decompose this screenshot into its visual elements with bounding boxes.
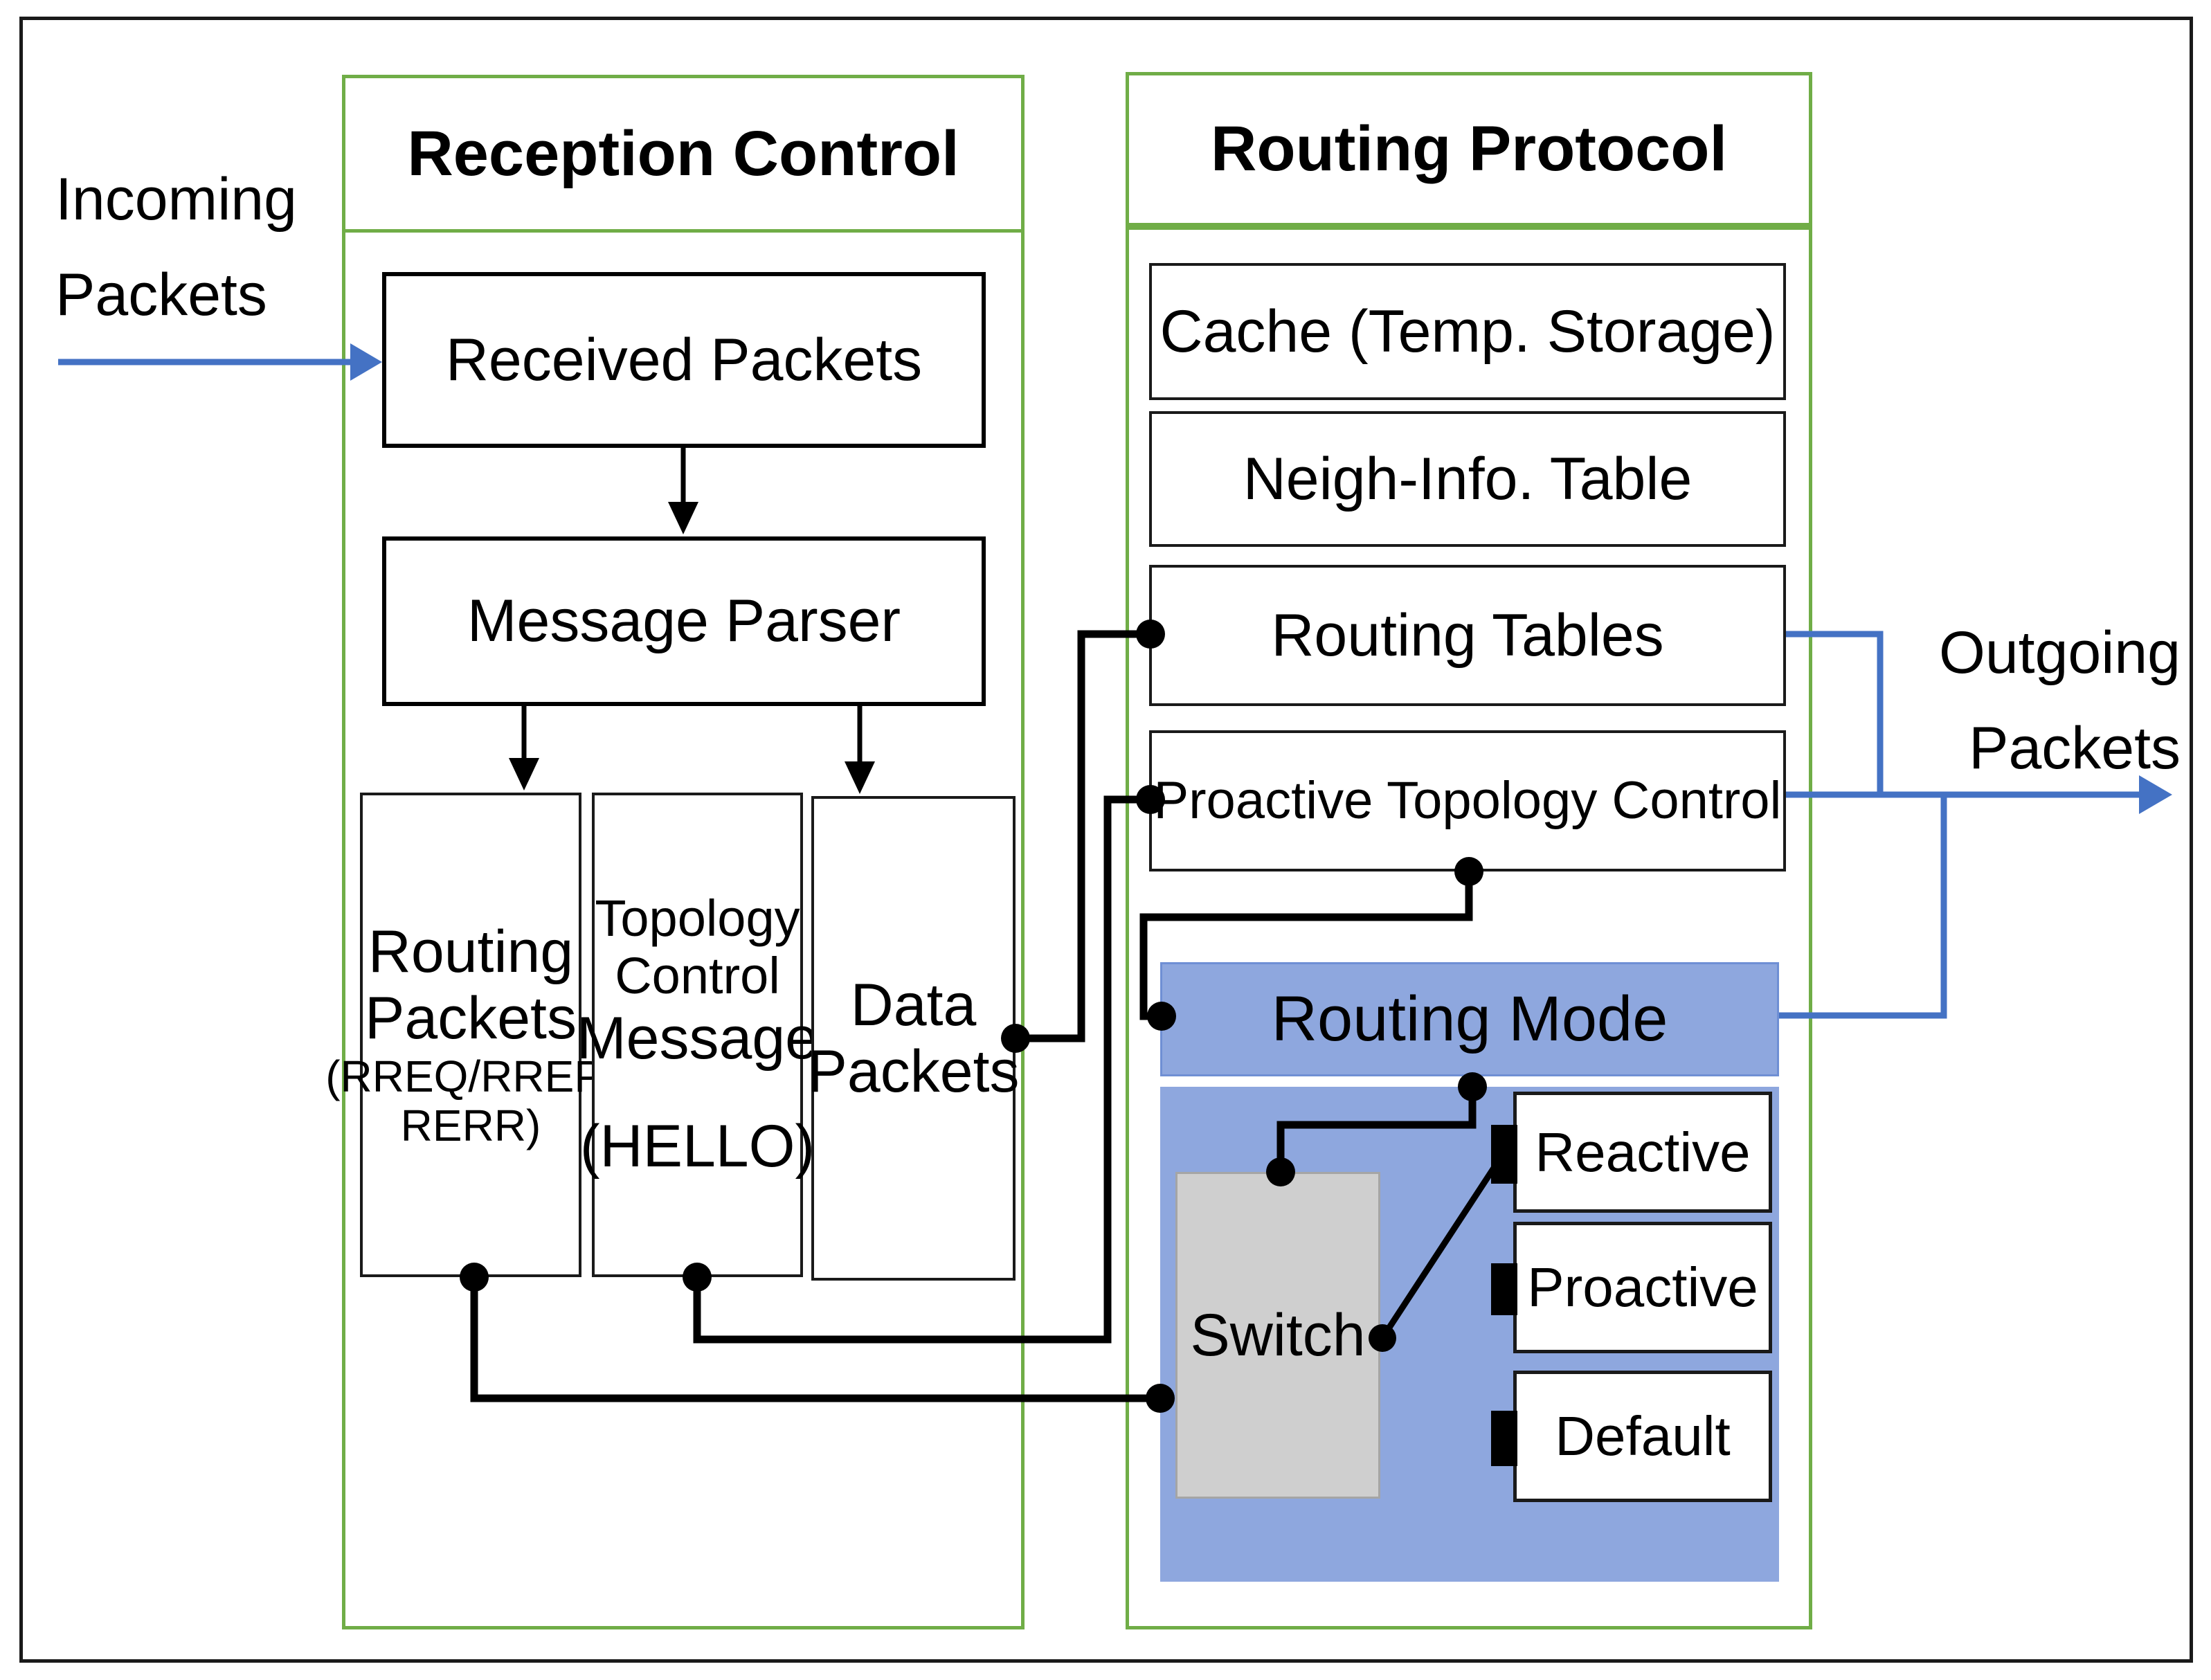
- option-default: Default: [1513, 1371, 1772, 1502]
- incoming-packets-label: Incoming Packets: [55, 152, 332, 343]
- routing-packets-line-3: (RREQ/RREP/: [325, 1051, 616, 1101]
- topology-msg-node: [683, 1263, 712, 1292]
- data-packets-line-2: Packets: [807, 1038, 1020, 1105]
- topology-to-ptc-connector: [693, 795, 1150, 1344]
- message-parser-box: Message Parser: [382, 536, 986, 706]
- proactive-topology-control-box: Proactive Topology Control: [1149, 730, 1786, 871]
- incoming-line-1: Incoming: [55, 166, 297, 233]
- routing-protocol-title: Routing Protocol: [1126, 72, 1812, 230]
- option-proactive: Proactive: [1513, 1222, 1772, 1353]
- outgoing-packets-label: Outgoing Packets: [1924, 606, 2181, 796]
- switch-lever: [1380, 1157, 1502, 1340]
- routing-packets-line-1: Routing: [368, 919, 574, 986]
- topology-control-message-box: Topology Control Message (HELLO): [577, 793, 818, 1277]
- routing-packets-box: Routing Packets (RREQ/RREP/ RERR): [325, 793, 616, 1277]
- topology-msg-line-4: (HELLO): [579, 1112, 815, 1180]
- switch-box: Switch: [1175, 1172, 1380, 1499]
- neigh-info-table-box: Neigh-Info. Table: [1149, 411, 1786, 547]
- outgoing-line-2: Packets: [1969, 714, 2181, 782]
- routing-packets-node: [460, 1263, 489, 1292]
- default-contact: [1491, 1411, 1517, 1466]
- ptc-bottom-node: [1454, 857, 1483, 886]
- incoming-line-2: Packets: [55, 261, 267, 328]
- routing-packets-line-4: RERR): [400, 1101, 541, 1151]
- topology-msg-line-1: Topology: [595, 889, 800, 947]
- cache-box: Cache (Temp. Storage): [1149, 263, 1786, 400]
- data-packets-node: [1001, 1024, 1030, 1053]
- data-to-routing-tables-connector: [1016, 630, 1150, 1042]
- data-packets-box: Data Packets: [808, 796, 1019, 1281]
- outgoing-line-1: Outgoing: [1938, 620, 2181, 686]
- topology-msg-line-3: Message: [577, 1004, 818, 1072]
- ptc-to-mode-connector: [1139, 871, 1473, 1020]
- outgoing-arrow-head: [2139, 775, 2172, 814]
- switch-top-node: [1266, 1157, 1295, 1186]
- option-reactive: Reactive: [1513, 1092, 1772, 1213]
- received-packets-box: Received Packets: [382, 272, 986, 448]
- outgoing-arrow: [1779, 631, 2146, 1019]
- ptc-node: [1136, 785, 1165, 814]
- received-to-parser-arrow: [668, 448, 698, 534]
- reception-control-title: Reception Control: [342, 75, 1025, 233]
- routing-tables-box: Routing Tables: [1149, 565, 1786, 706]
- parser-to-data-packets-arrow: [845, 706, 875, 794]
- reactive-contact: [1491, 1125, 1517, 1184]
- mode-left-node: [1147, 1002, 1176, 1031]
- routing-tables-node: [1136, 620, 1165, 649]
- mode-bottom-node: [1458, 1072, 1487, 1101]
- switch-left-node: [1146, 1384, 1175, 1413]
- incoming-arrow: [58, 343, 382, 381]
- routing-packets-line-2: Packets: [365, 985, 577, 1052]
- mode-to-switch-connector: [1276, 1087, 1477, 1172]
- topology-msg-line-2: Control: [615, 946, 780, 1004]
- parser-to-routing-packets-arrow: [509, 706, 539, 791]
- proactive-contact: [1491, 1263, 1517, 1315]
- data-packets-line-1: Data: [850, 971, 977, 1038]
- routing-packets-to-switch-connector: [470, 1277, 1160, 1402]
- switch-pivot-node: [1369, 1324, 1396, 1352]
- routing-mode-header: Routing Mode: [1160, 962, 1779, 1076]
